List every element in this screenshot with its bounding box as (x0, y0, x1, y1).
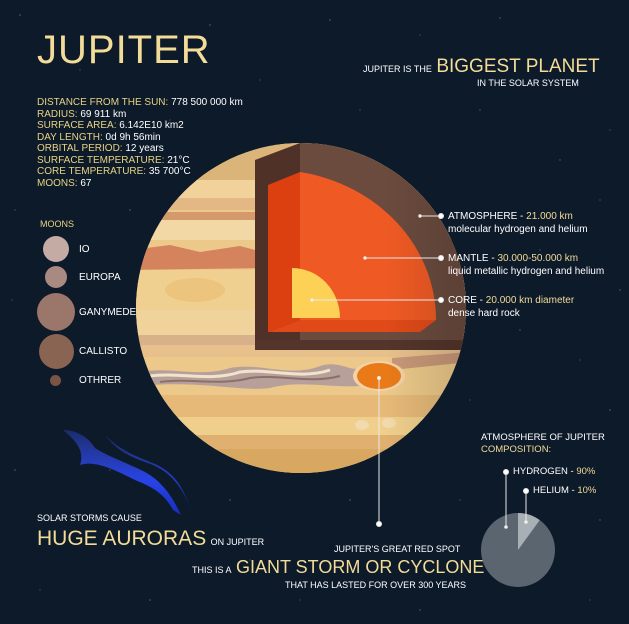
aurora-illustration (63, 430, 191, 515)
planet-stats: DISTANCE FROM THE SUN: 778 500 000 km RA… (37, 97, 243, 189)
stat-orbital-period: ORBITAL PERIOD: 12 years (37, 143, 164, 154)
red-spot-suffix: THAT HAS LASTED FOR OVER 300 YEARS (285, 580, 467, 590)
red-spot-headline: THIS IS A GIANT STORM OR CYCLONE (192, 557, 485, 577)
moon-callisto-icon (39, 334, 74, 369)
moon-label-europa: EUROPA (79, 272, 121, 283)
moon-label-callisto: CALLISTO (79, 346, 128, 357)
moon-label-ganymede: GANYMEDE (79, 307, 137, 318)
red-spot-label: JUPITER'S GREAT RED SPOT (334, 544, 461, 554)
moon-other-icon (50, 375, 61, 386)
headline: JUPITER IS THE BIGGEST PLANET (363, 56, 600, 77)
stat-surface-temp: SURFACE TEMPERATURE: 21°C (37, 154, 190, 166)
stat-surface-area: SURFACE AREA: 6.142E10 km2 (37, 120, 184, 131)
legend-helium: HELIUM - 10% (533, 485, 597, 496)
moon-ganymede-icon (37, 293, 75, 331)
headline-highlight: BIGGEST PLANET (436, 56, 600, 77)
stat-moons: MOONS: 67 (37, 177, 92, 189)
moon-label-other: OTHRER (79, 375, 122, 386)
aurora-prefix: SOLAR STORMS CAUSE (37, 513, 142, 523)
stat-core-temp: CORE TEMPERATURE: 35 700°C (37, 166, 191, 177)
layer-core: CORE - 20.000 km diameter dense hard roc… (448, 295, 575, 319)
stat-day-length: DAY LENGTH: 0d 9h 56min (37, 131, 161, 143)
aurora-headline: HUGE AURORAS ON JUPITER (37, 527, 265, 550)
layer-atmosphere: ATMOSPHERE - 21.000 km molecular hydroge… (448, 211, 588, 235)
legend-hydrogen: HYDROGEN - 90% (513, 466, 596, 477)
moons-title: MOONS (40, 219, 75, 229)
moon-europa-icon (45, 266, 67, 288)
composition-pie-chart (481, 469, 555, 587)
layer-mantle: MANTLE - 30.000-50.000 km liquid metalli… (448, 253, 605, 277)
headline-suffix: IN THE SOLAR SYSTEM (477, 78, 579, 88)
page-title: JUPITER (37, 28, 211, 72)
stat-distance: DISTANCE FROM THE SUN: 778 500 000 km (37, 97, 243, 108)
moon-io-icon (43, 236, 69, 262)
composition-title: ATMOSPHERE OF JUPITER COMPOSITION: (481, 432, 605, 455)
stat-radius: RADIUS: 69 911 km (37, 108, 127, 120)
moon-label-io: IO (79, 244, 90, 255)
